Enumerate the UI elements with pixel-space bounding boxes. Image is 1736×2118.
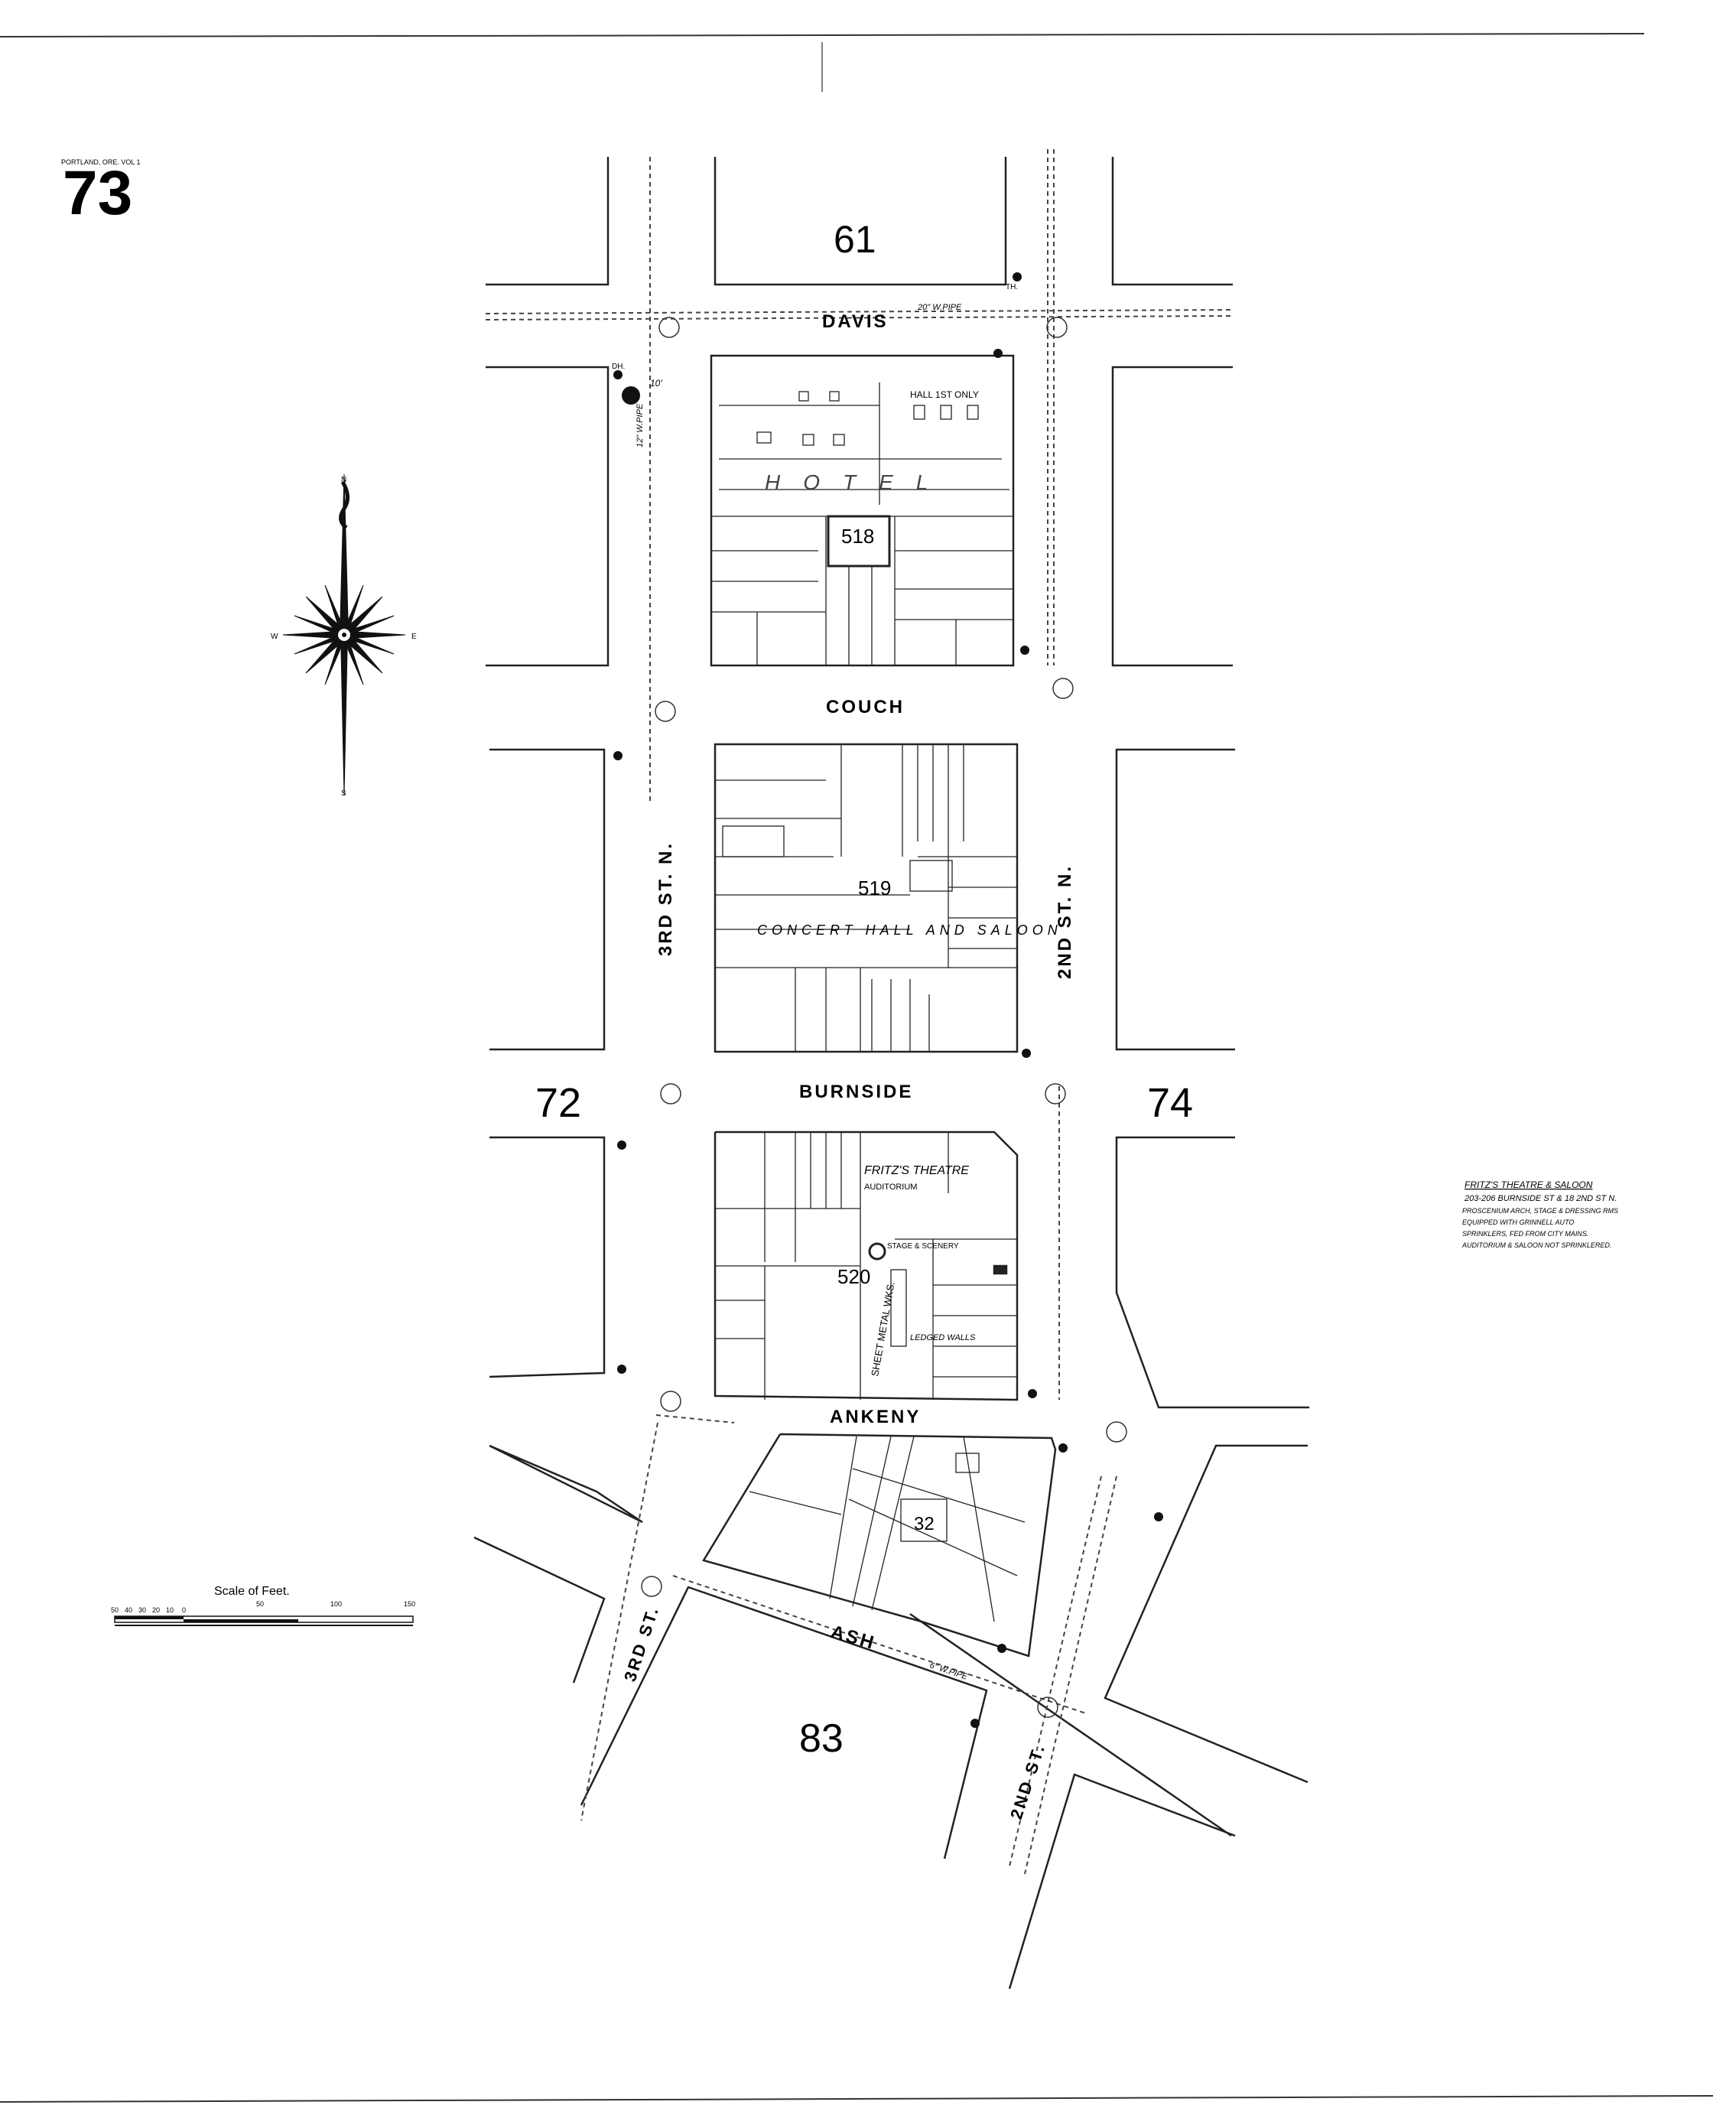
bottom-border	[0, 2095, 1714, 2103]
compass-e: E	[411, 633, 417, 641]
compass-s: S	[341, 789, 346, 798]
hydrant-markers	[613, 272, 1163, 1728]
block-518	[710, 354, 1015, 667]
adjacent-sheet-west: 72	[535, 1080, 581, 1126]
top-border	[0, 33, 1645, 37]
compass-w: W	[271, 633, 278, 641]
compass-n: N	[341, 476, 346, 484]
street-couch: COUCH	[826, 697, 905, 717]
scale-tick-6: 50	[256, 1600, 264, 1608]
block-520	[714, 1131, 1019, 1401]
note-line5: AUDITORIUM & SALOON NOT SPRINKLERED.	[1461, 1241, 1611, 1249]
note-line3: EQUIPPED WITH GRINNELL AUTO	[1462, 1218, 1574, 1226]
street-second-lower: 2ND ST.	[1006, 1741, 1049, 1822]
scale-tick-2: 30	[138, 1606, 146, 1614]
fritz-note: FRITZ'S THEATRE & SALOON 203-206 BURNSID…	[1461, 1179, 1618, 1249]
adjacent-sheet-north: 61	[834, 218, 876, 261]
ten-ft-label: 10'	[650, 378, 662, 389]
street-third-lower: 3RD ST.	[620, 1603, 663, 1684]
hall-label: HALL 1ST ONLY	[910, 389, 979, 400]
sheet-number: 73	[63, 158, 132, 228]
street-davis: DAVIS	[822, 311, 889, 332]
compass-rose: N S W E	[271, 473, 417, 798]
scale-bar: Scale of Feet. 50 40 30 20 10 0 50 100 1…	[111, 1585, 415, 1626]
pipe-size-circles	[641, 317, 1127, 1718]
block-518-label: 518	[841, 525, 874, 548]
street-burnside: BURNSIDE	[799, 1082, 913, 1102]
concert-hall-label: CONCERT HALL AND SALOON	[757, 922, 1062, 938]
block-32-label: 32	[914, 1514, 935, 1534]
scale-tick-0: 50	[111, 1606, 119, 1614]
pipe12-label: 12" W.PIPE	[636, 403, 645, 447]
note-line1: 203-206 BURNSIDE ST & 18 2ND ST N.	[1464, 1194, 1617, 1203]
auditorium-label: AUDITORIUM	[864, 1183, 917, 1192]
dh-marker-label: DH.	[612, 363, 625, 371]
adjacent-sheet-east: 74	[1147, 1080, 1193, 1126]
pipe20-label: 20" W.PIPE	[917, 303, 962, 312]
street-third-n: 3RD ST. N.	[655, 841, 676, 956]
th-marker-label: TH.	[1006, 283, 1018, 291]
scale-tick-7: 100	[330, 1600, 342, 1608]
block-32	[702, 1433, 1057, 1658]
water-pipes	[485, 149, 1234, 1875]
block-519	[714, 743, 1019, 1053]
pipe6-label: 6" W.PIPE	[928, 1661, 969, 1681]
scale-tick-8: 150	[404, 1600, 415, 1608]
street-second-n: 2ND ST. N.	[1055, 864, 1075, 979]
street-ankeny: ANKENY	[830, 1407, 921, 1427]
note-line4: SPRINKLERS, FED FROM CITY MAINS.	[1462, 1230, 1588, 1238]
scale-tick-3: 20	[152, 1606, 160, 1614]
scale-tick-5: 0	[182, 1606, 186, 1614]
sheet-metal-label: SHEET METAL WKS.	[869, 1280, 897, 1377]
sheet-header: PORTLAND, ORE. VOL 1	[61, 158, 141, 166]
note-title: FRITZ'S THEATRE & SALOON	[1465, 1179, 1593, 1190]
note-line2: PROSCENIUM ARCH, STAGE & DRESSING RMS	[1462, 1207, 1618, 1215]
scale-title: Scale of Feet.	[214, 1585, 290, 1598]
block-519-label: 519	[858, 877, 891, 900]
block-520-label: 520	[837, 1265, 870, 1288]
fritz-theatre-label: FRITZ'S THEATRE	[864, 1164, 969, 1177]
ledged-walls-label: LEDGED WALLS	[910, 1333, 976, 1342]
scale-tick-1: 40	[125, 1606, 132, 1614]
street-edges	[473, 157, 1309, 1989]
scale-tick-4: 10	[166, 1606, 174, 1614]
adjacent-sheet-south: 83	[799, 1716, 844, 1761]
street-ash: ASH	[828, 1622, 878, 1654]
stage-label: STAGE & SCENERY	[887, 1242, 959, 1251]
hotel-label: HOTEL	[765, 470, 951, 494]
